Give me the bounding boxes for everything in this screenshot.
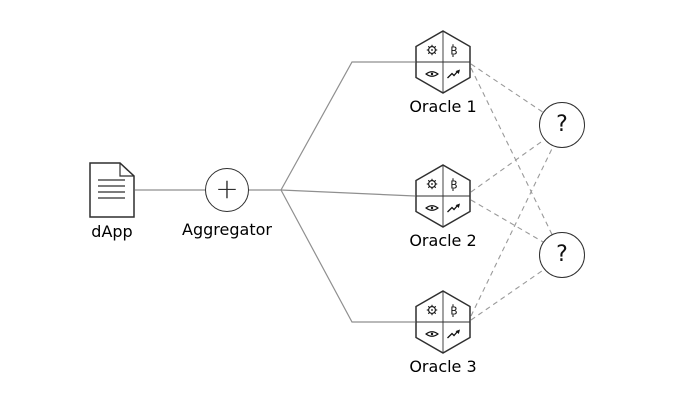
oracle-hexagon-2 (415, 164, 471, 228)
solid-connectors (135, 61, 416, 323)
oracle-node-2: Oracle 2 (409, 163, 477, 250)
oracle-node-3: Oracle 3 (409, 289, 477, 376)
wire-branch-oracle2 (280, 189, 416, 197)
aggregator-node: + Aggregator (182, 168, 272, 239)
dapp-node: dApp (89, 162, 135, 241)
oracle-hexagon-1 (415, 30, 471, 94)
oracle-node-1: Oracle 1 (409, 29, 477, 116)
dapp-label: dApp (91, 222, 133, 241)
plus-icon: + (215, 172, 239, 205)
wire-branch-oracle3 (280, 189, 415, 323)
data-source-node-2: ? (539, 232, 585, 278)
wire-oracle1-source2 (470, 67, 563, 256)
oracle-3-label: Oracle 3 (409, 357, 477, 376)
aggregator-circle: + (205, 168, 249, 212)
question-mark-icon: ? (556, 112, 568, 137)
oracle-1-label: Oracle 1 (409, 97, 477, 116)
data-source-node-1: ? (539, 102, 585, 148)
dashed-connectors (470, 63, 563, 321)
aggregator-label: Aggregator (182, 220, 272, 239)
wire-oracle3-source1 (470, 127, 563, 317)
wire-branch-oracle1 (280, 61, 415, 191)
oracle-hexagon-3 (415, 290, 471, 354)
document-icon (89, 162, 135, 218)
question-mark-icon: ? (556, 242, 568, 267)
oracle-2-label: Oracle 2 (409, 231, 477, 250)
